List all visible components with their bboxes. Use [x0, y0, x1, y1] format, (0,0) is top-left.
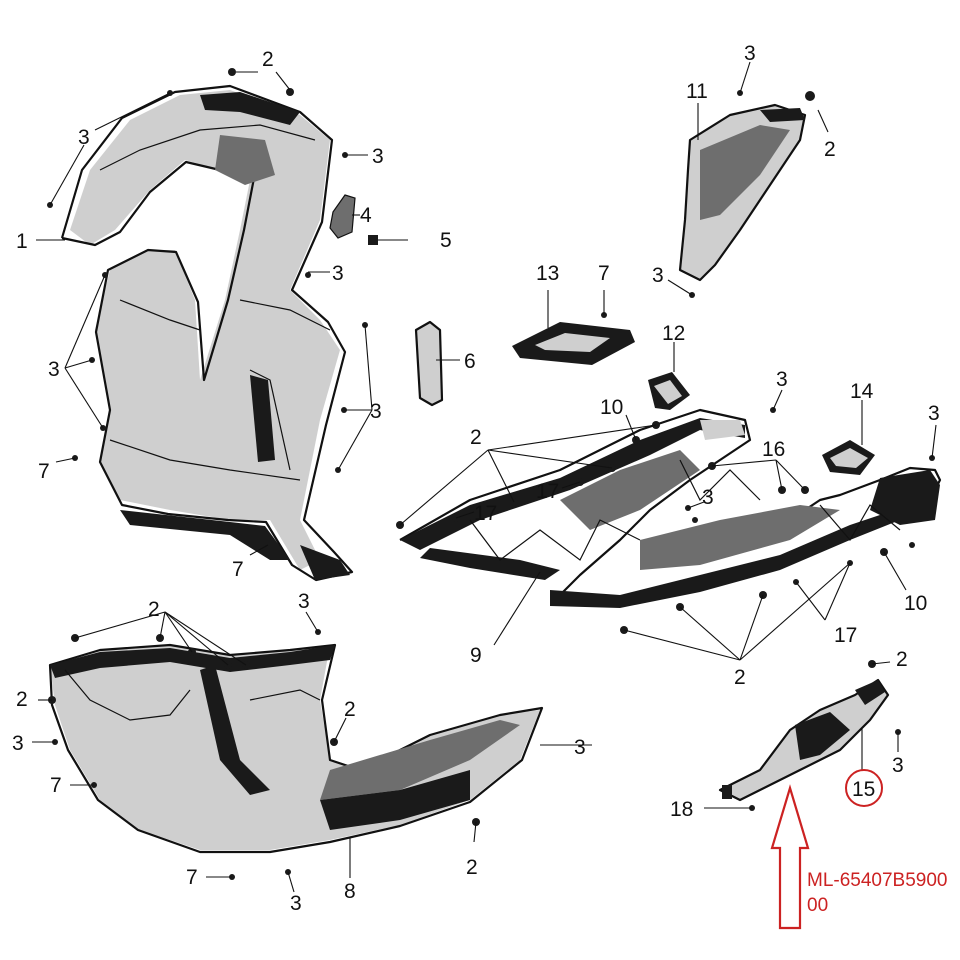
front-cover-drawing [60, 84, 354, 582]
callout-floor-3-bottom: 3 [290, 892, 302, 915]
callout-18: 18 [670, 798, 693, 821]
callout-13: 13 [536, 262, 559, 285]
callout-11-3-bottom: 3 [652, 264, 664, 287]
callout-floor-3-right: 3 [574, 736, 586, 759]
callout-11: 11 [686, 80, 708, 103]
callout-11-2: 2 [824, 138, 836, 161]
callout-3-left: 3 [78, 126, 90, 149]
callout-frame-3-a: 3 [776, 368, 788, 391]
callout-15-2: 2 [896, 648, 908, 671]
part-14-grip [822, 440, 875, 475]
part-5-screw [368, 235, 408, 245]
callout-12: 12 [662, 322, 685, 345]
callout-14: 14 [850, 380, 874, 403]
callout-floor-3-top: 3 [298, 590, 310, 613]
part-15-drawing [718, 678, 890, 802]
callout-2-top: 2 [262, 48, 274, 71]
callout-3-mid-right: 3 [332, 262, 344, 285]
callout-floor-2-mid: 2 [344, 698, 356, 721]
leader-lines [32, 61, 937, 893]
callout-frame-3-c: 3 [702, 486, 714, 509]
callout-frame-10-top: 10 [600, 396, 623, 419]
callout-frame-17-b: 17 [474, 502, 497, 525]
callout-5: 5 [440, 229, 452, 252]
part-13-mat [512, 322, 635, 365]
callout-floor-2-top: 2 [148, 598, 160, 621]
callout-frame-17-a: 17 [536, 480, 559, 503]
callout-1: 1 [16, 230, 28, 253]
callout-15: 15 [852, 778, 875, 801]
callout-floor-2-bottom: 2 [466, 856, 478, 879]
reference-code: ML-65407B590000 [807, 870, 948, 916]
callout-labels: 1 2 3 3 4 5 3 3 3 7 7 6 13 7 11 3 2 3 12… [12, 42, 940, 915]
callout-frame-3-b: 3 [928, 402, 940, 425]
part-6-strip [414, 320, 444, 407]
callout-7-bottom: 7 [232, 558, 244, 581]
callout-floor-8: 8 [344, 880, 356, 903]
callout-3-low-right: 3 [370, 400, 382, 423]
callout-4: 4 [360, 204, 372, 227]
callout-15-highlight: 15 [845, 769, 883, 807]
callout-6: 6 [464, 350, 476, 373]
callout-frame-2-left: 2 [470, 426, 482, 449]
callout-3-top-right: 3 [372, 145, 384, 168]
part-12-grip [648, 372, 690, 410]
callout-floor-7-bottom: 7 [186, 866, 198, 889]
callout-frame-9: 9 [470, 644, 482, 667]
part-4-bracket [329, 194, 356, 239]
callout-16: 16 [762, 438, 785, 461]
callout-15-3: 3 [892, 754, 904, 777]
callout-11-3-top: 3 [744, 42, 756, 65]
part-11-panel [678, 103, 807, 282]
callout-7-left: 7 [38, 460, 50, 483]
callout-7-top: 7 [598, 262, 610, 285]
callout-frame-17-c: 17 [834, 624, 857, 647]
callout-floor-3-left: 3 [12, 732, 24, 755]
floor-panel-drawing [48, 643, 544, 854]
callout-frame-10-right: 10 [904, 592, 927, 615]
callout-floor-2-left: 2 [16, 688, 28, 711]
callout-floor-7-left: 7 [50, 774, 62, 797]
highlight-arrow [770, 784, 810, 930]
callout-frame-2-bottom: 2 [734, 666, 746, 689]
callout-3-low-left: 3 [48, 358, 60, 381]
